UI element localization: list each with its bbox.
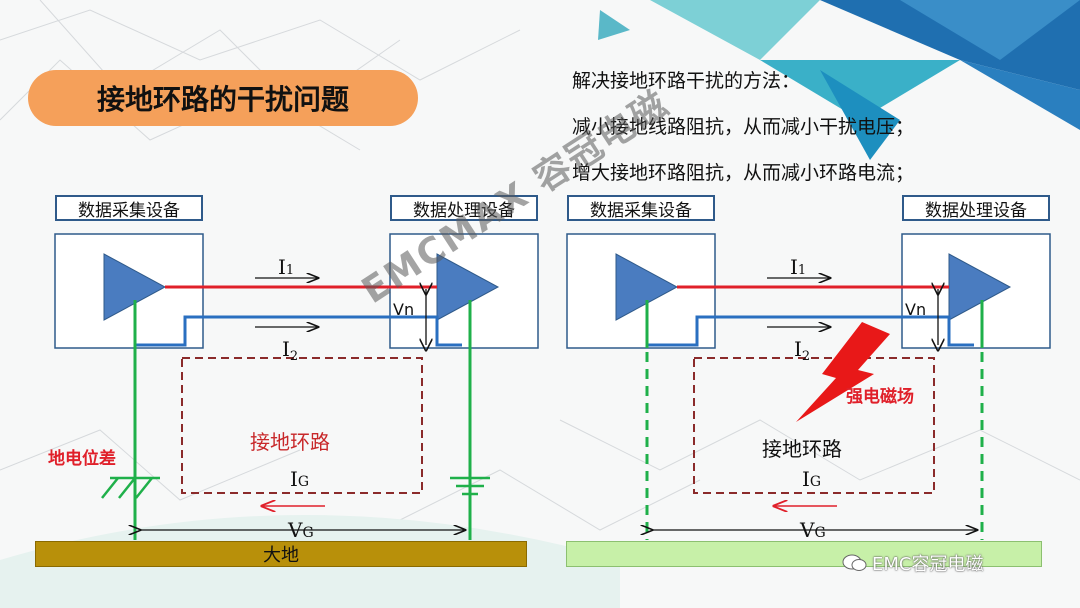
wechat-icon (842, 553, 868, 573)
methods-heading: 解决接地环路干扰的方法： (572, 70, 801, 92)
right-strong-field-label: 强电磁场 (846, 387, 914, 407)
right-loop-label: 接地环路 (762, 437, 842, 461)
right-loop-dashed (693, 357, 935, 494)
wechat-source: EMC容冠电磁 (842, 550, 983, 576)
left-diagram (54, 233, 539, 540)
right-proc-label: 数据处理设备 (902, 195, 1050, 221)
right-acq-label: 数据采集设备 (567, 195, 715, 221)
methods-line-1: 减小接地线路阻抗，从而减小干扰电压； (572, 116, 915, 138)
right-i1-label: I1 (790, 255, 807, 279)
left-ig-label: IG (290, 467, 310, 491)
methods-line-2: 增大接地环路阻抗，从而减小环路电流； (572, 162, 915, 184)
left-vg-label: VG (288, 518, 314, 542)
methods-text: 解决接地环路干扰的方法： 减小接地线路阻抗，从而减小干扰电压； 增大接地环路阻抗… (572, 58, 914, 196)
left-potential-diff-label: 地电位差 (48, 449, 116, 469)
right-vn-label: Vn (905, 300, 927, 319)
right-vg-label: VG (800, 518, 826, 542)
left-acq-box (54, 233, 204, 349)
right-diagram (566, 233, 1051, 540)
left-loop-dashed (181, 357, 423, 494)
lightning-bolt-icon (796, 322, 890, 422)
right-earth-bar (566, 541, 1042, 567)
right-i2-label: I2 (794, 337, 811, 364)
left-i2-label: I2 (282, 337, 299, 364)
right-blue-line (647, 315, 974, 347)
left-ground-symbol-acq (101, 476, 160, 499)
left-earth-label: 大地 (263, 545, 299, 566)
left-i1-label: I1 (278, 255, 295, 279)
right-ig-label: IG (802, 467, 822, 491)
slide-title: 接地环路的干扰问题 (28, 70, 418, 126)
left-proc-label: 数据处理设备 (390, 195, 538, 221)
left-loop-label: 接地环路 (250, 430, 330, 454)
left-ground-symbol-proc (450, 476, 490, 496)
left-blue-line (135, 315, 462, 347)
left-earth-bar: 大地 (35, 541, 527, 567)
left-acq-label: 数据采集设备 (55, 195, 203, 221)
left-vn-label: Vn (393, 300, 415, 319)
